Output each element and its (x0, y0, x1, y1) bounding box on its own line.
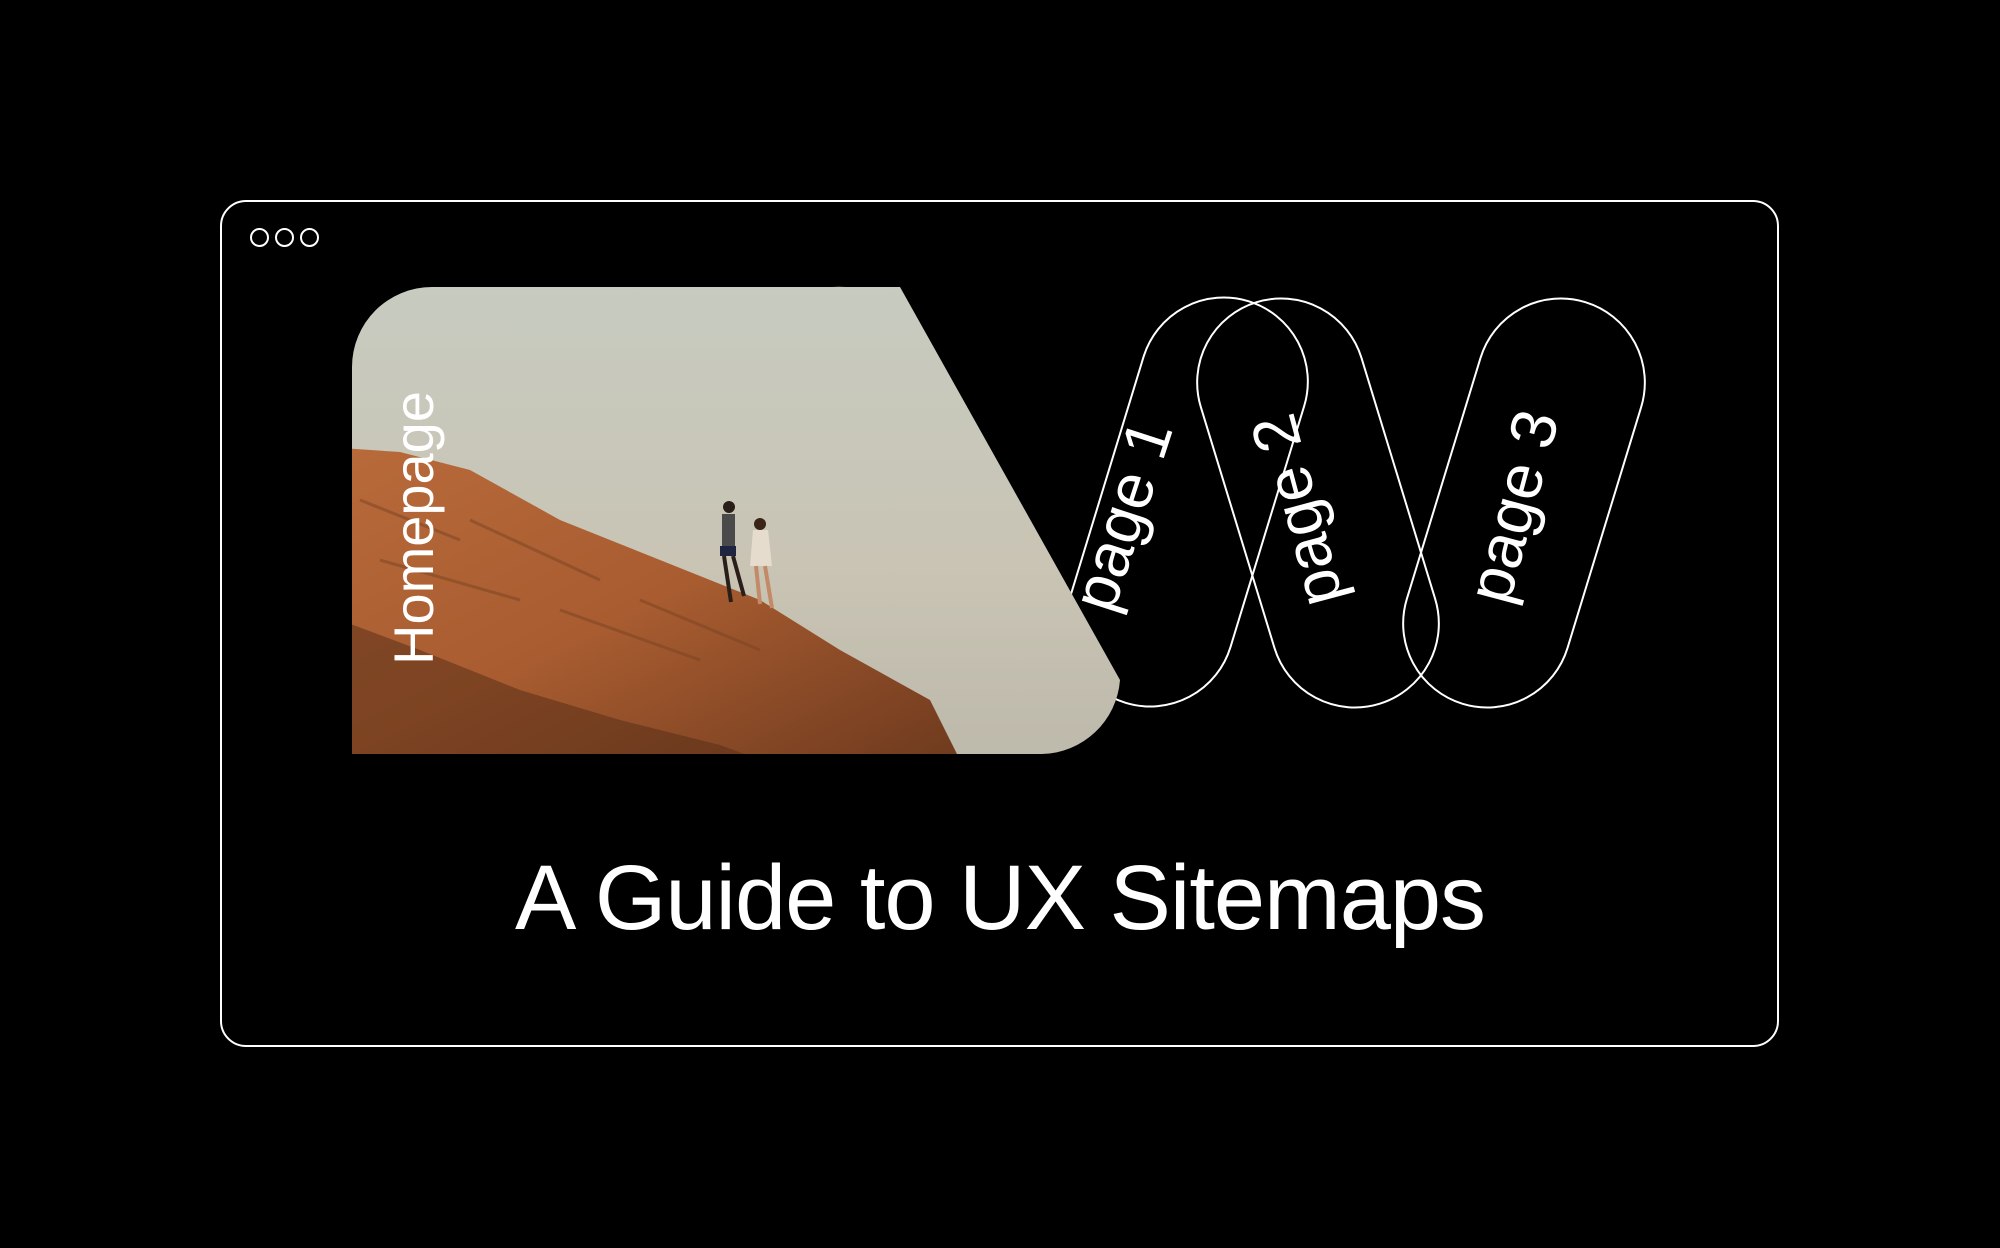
page-3-label: page 3 (1453, 402, 1573, 610)
window-controls (250, 228, 319, 247)
page-pill-outline (1065, 296, 1309, 708)
page-title: A Guide to UX Sitemaps (514, 847, 1486, 949)
page-3-pill[interactable]: page 3 (1382, 278, 1665, 729)
page-1-label: page 1 (1058, 411, 1187, 619)
homepage-photo-block[interactable] (340, 280, 1140, 760)
homepage-label: Homepage (382, 391, 445, 665)
window-dot-icon[interactable] (300, 228, 319, 247)
window-dot-icon[interactable] (250, 228, 269, 247)
hillside-texture (359, 498, 761, 662)
page-2-pill[interactable]: page 2 (1176, 278, 1459, 729)
browser-window-frame (220, 200, 1779, 1047)
window-dot-icon[interactable] (275, 228, 294, 247)
page-pill-outline (1402, 297, 1646, 709)
page-pill-outline (1196, 297, 1440, 709)
hillside-shadow (352, 620, 760, 754)
hikers-figure (720, 501, 774, 609)
